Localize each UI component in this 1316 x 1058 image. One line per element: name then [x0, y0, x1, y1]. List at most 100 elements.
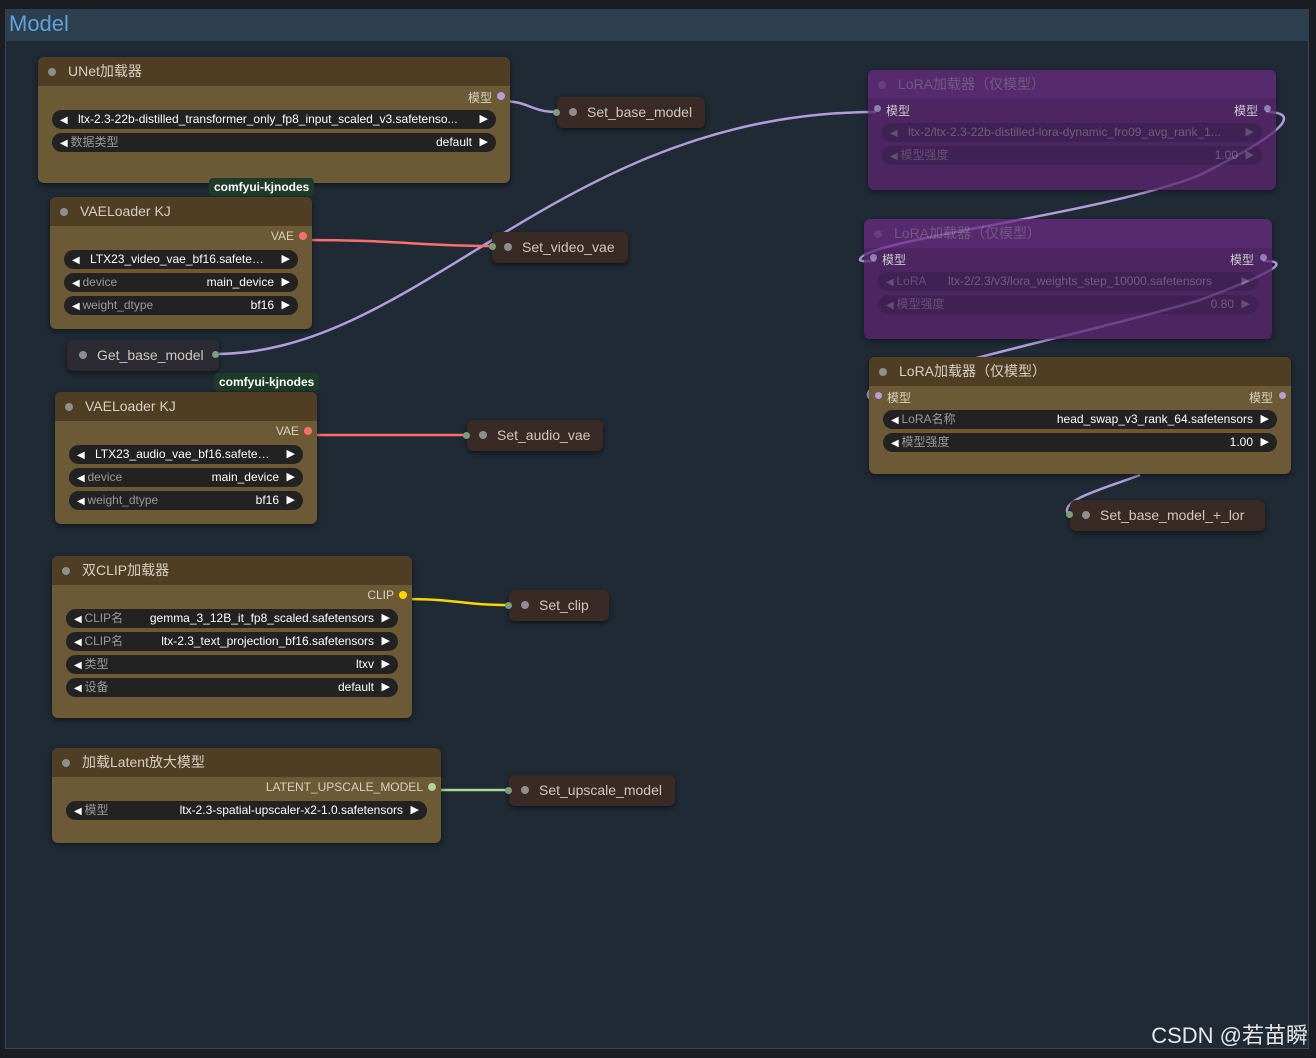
node-title[interactable]: 双CLIP加载器 — [52, 556, 412, 585]
lora-loader-node-3[interactable]: LoRA加载器（仅模型） 模型 模型 LoRA名称 head_swap_v3_r… — [869, 357, 1291, 474]
input-dot[interactable] — [463, 432, 470, 439]
set-audio-vae-node[interactable]: Set_audio_vae — [467, 420, 603, 451]
arrow-right-icon[interactable]: ▶ — [1241, 275, 1250, 287]
model-name-widget[interactable]: 模型 ltx-2.3-spatial-upscaler-x2-1.0.safet… — [66, 801, 427, 820]
output-dot[interactable] — [399, 591, 407, 599]
arrow-right-icon[interactable]: ▶ — [410, 804, 419, 816]
lora-name-widget[interactable]: LoRA名称 head_swap_v3_rank_64.safetensors … — [883, 410, 1277, 429]
strength-widget[interactable]: 模型强度 1.00 ▶ — [883, 433, 1277, 452]
output-dot[interactable] — [497, 92, 505, 100]
node-title[interactable]: VAELoader KJ — [55, 392, 317, 421]
output-label: 模型 — [1229, 253, 1254, 267]
output-label: VAE — [275, 424, 299, 438]
device-widget[interactable]: device main_device ▶ — [69, 468, 303, 487]
clip-name1-widget[interactable]: CLIP名 gemma_3_12B_it_fp8_scaled.safetens… — [66, 609, 398, 628]
input-dot[interactable] — [875, 392, 882, 399]
strength-widget[interactable]: 模型强度 0.80 ▶ — [878, 295, 1258, 314]
output-dot[interactable] — [428, 783, 436, 791]
node-title[interactable]: LoRA加载器（仅模型） — [864, 219, 1272, 248]
output-slot[interactable]: LATENT_UPSCALE_MODEL — [52, 777, 441, 797]
output-slot[interactable]: CLIP — [52, 585, 412, 605]
input-dot[interactable] — [1066, 511, 1073, 518]
node-title[interactable]: UNet加载器 — [38, 57, 510, 86]
set-clip-node[interactable]: Set_clip — [509, 590, 609, 621]
node-title[interactable]: LoRA加载器（仅模型） — [868, 70, 1276, 99]
widget-value: bf16 — [250, 298, 274, 312]
widget-label: 模型强度 — [890, 146, 948, 166]
widget-label: 设备 — [74, 678, 108, 698]
node-title[interactable]: 加载Latent放大模型 — [52, 748, 441, 777]
kjnodes-tag: comfyui-kjnodes — [209, 178, 315, 196]
arrow-right-icon[interactable]: ▶ — [286, 494, 295, 506]
dtype-widget[interactable]: 数据类型 default ▶ — [52, 133, 496, 152]
output-slot[interactable]: VAE — [55, 421, 317, 441]
arrow-right-icon[interactable]: ▶ — [381, 635, 390, 647]
widget-value: ltx-2.3-spatial-upscaler-x2-1.0.safetens… — [179, 803, 403, 817]
strength-widget[interactable]: 模型强度 1.00 ▶ — [882, 146, 1262, 165]
widget-value: LTX23_audio_vae_bf16.safeten ... — [95, 447, 275, 461]
set-video-vae-node[interactable]: Set_video_vae — [492, 232, 628, 263]
input-dot[interactable] — [489, 243, 496, 250]
vae-name-widget[interactable]: LTX23_audio_vae_bf16.safeten ... ▶ — [69, 445, 303, 464]
arrow-right-icon[interactable]: ▶ — [381, 612, 390, 624]
output-slot[interactable]: 模型 — [38, 86, 510, 106]
arrow-right-icon[interactable]: ▶ — [281, 299, 290, 311]
device-widget[interactable]: device main_device ▶ — [64, 273, 298, 292]
arrow-right-icon[interactable]: ▶ — [479, 136, 488, 148]
dual-clip-loader-node[interactable]: 双CLIP加载器 CLIP CLIP名 gemma_3_12B_it_fp8_s… — [52, 556, 412, 718]
arrow-right-icon[interactable]: ▶ — [286, 448, 295, 460]
vae-name-widget[interactable]: LTX23_video_vae_bf16.safeten ... ▶ — [64, 250, 298, 269]
input-dot[interactable] — [874, 105, 881, 112]
node-title[interactable]: LoRA加载器（仅模型） — [869, 357, 1291, 386]
weight-dtype-widget[interactable]: weight_dtype bf16 ▶ — [69, 491, 303, 510]
unet-name-widget[interactable]: ltx-2.3-22b-distilled_transformer_only_f… — [52, 110, 496, 129]
arrow-right-icon[interactable]: ▶ — [381, 681, 390, 693]
group-title[interactable]: Model — [5, 9, 1309, 41]
lora-loader-node-2[interactable]: LoRA加载器（仅模型） 模型 模型 LoRA ltx-2/2.3/v3/lor… — [864, 219, 1272, 339]
node-title[interactable]: VAELoader KJ — [50, 197, 312, 226]
output-dot[interactable] — [212, 351, 219, 358]
arrow-right-icon[interactable]: ▶ — [381, 658, 390, 670]
arrow-right-icon[interactable]: ▶ — [286, 471, 295, 483]
arrow-right-icon[interactable]: ▶ — [1260, 436, 1269, 448]
vae-loader-audio-node[interactable]: VAELoader KJ VAE LTX23_audio_vae_bf16.sa… — [55, 392, 317, 524]
device-widget[interactable]: 设备 default ▶ — [66, 678, 398, 697]
get-base-model-node[interactable]: Get_base_model — [67, 340, 219, 371]
arrow-right-icon[interactable]: ▶ — [1241, 298, 1250, 310]
arrow-right-icon[interactable]: ▶ — [1245, 126, 1254, 138]
input-dot[interactable] — [870, 254, 877, 261]
unet-loader-node[interactable]: UNet加载器 模型 ltx-2.3-22b-distilled_transfo… — [38, 57, 510, 183]
weight-dtype-widget[interactable]: weight_dtype bf16 ▶ — [64, 296, 298, 315]
input-dot[interactable] — [553, 109, 560, 116]
arrow-right-icon[interactable]: ▶ — [1260, 413, 1269, 425]
set-base-model-lor-node[interactable]: Set_base_model_+_lor — [1070, 500, 1265, 531]
input-dot[interactable] — [505, 787, 512, 794]
arrow-right-icon[interactable]: ▶ — [281, 253, 290, 265]
arrow-right-icon[interactable]: ▶ — [479, 113, 488, 125]
widget-label: device — [77, 468, 122, 488]
type-widget[interactable]: 类型 ltxv ▶ — [66, 655, 398, 674]
latent-upscale-loader-node[interactable]: 加载Latent放大模型 LATENT_UPSCALE_MODEL 模型 ltx… — [52, 748, 441, 843]
input-label: 模型 — [886, 104, 911, 118]
output-slot[interactable]: VAE — [50, 226, 312, 246]
output-dot[interactable] — [304, 427, 312, 435]
widget-label — [60, 110, 68, 130]
lora-name-widget[interactable]: ltx-2/ltx-2.3-22b-distilled-lora-dynamic… — [882, 123, 1262, 142]
lora-name-widget[interactable]: LoRA ltx-2/2.3/v3/lora_weights_step_1000… — [878, 272, 1258, 291]
arrow-right-icon[interactable]: ▶ — [1245, 149, 1254, 161]
lora-loader-node-1[interactable]: LoRA加载器（仅模型） 模型 模型 ltx-2/ltx-2.3-22b-dis… — [868, 70, 1276, 190]
set-upscale-model-node[interactable]: Set_upscale_model — [509, 775, 675, 806]
output-dot[interactable] — [299, 232, 307, 240]
vae-loader-video-node[interactable]: VAELoader KJ VAE LTX23_video_vae_bf16.sa… — [50, 197, 312, 329]
output-dot[interactable] — [1264, 105, 1271, 112]
io-slot[interactable]: 模型 模型 — [864, 248, 1272, 268]
io-slot[interactable]: 模型 模型 — [868, 99, 1276, 119]
set-base-model-node[interactable]: Set_base_model — [557, 97, 705, 128]
output-dot[interactable] — [1260, 254, 1267, 261]
clip-name2-widget[interactable]: CLIP名 ltx-2.3_text_projection_bf16.safet… — [66, 632, 398, 651]
arrow-right-icon[interactable]: ▶ — [281, 276, 290, 288]
widget-value: ltx-2.3-22b-distilled_transformer_only_f… — [78, 112, 458, 126]
io-slot[interactable]: 模型 模型 — [869, 386, 1291, 406]
input-dot[interactable] — [505, 602, 512, 609]
output-dot[interactable] — [1279, 392, 1286, 399]
